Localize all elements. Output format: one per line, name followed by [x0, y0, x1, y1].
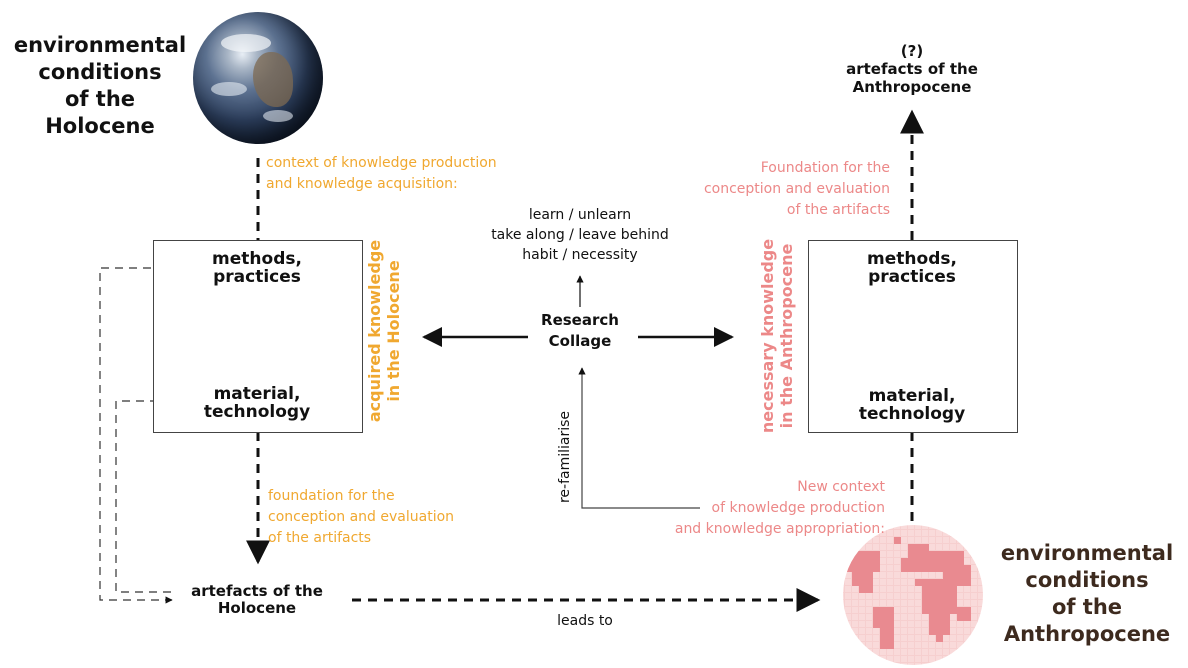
- text-line: of the artifacts: [268, 530, 372, 546]
- left-context-text: context of knowledge production and know…: [266, 153, 546, 195]
- text-line: Research: [541, 311, 619, 329]
- pixel-globe-icon: [843, 525, 983, 665]
- text-line: conception and evaluation: [268, 509, 455, 525]
- text-line: necessary knowledge: [758, 238, 777, 434]
- text-line: and knowledge appropriation:: [674, 521, 885, 537]
- text-line: New context: [797, 479, 885, 495]
- label-line: artefacts of the: [846, 60, 978, 78]
- text-line: of the artifacts: [786, 202, 890, 218]
- left-foundation-text: foundation for the conception and evalua…: [268, 486, 508, 549]
- artefacts-anthropocene-label: (?) artefacts of the Anthropocene: [822, 42, 1002, 96]
- label-line: practices: [868, 267, 956, 287]
- label-line: methods,: [867, 249, 957, 269]
- label-line: material,: [213, 384, 301, 404]
- refamiliarise-label: re-familiarise: [557, 410, 573, 504]
- right-knowledge-box: [808, 240, 1018, 433]
- right-foundation-text: Foundation for the conception and evalua…: [640, 158, 890, 221]
- right-methods-label: methods, practices: [808, 250, 1016, 286]
- heading-line: of the: [1051, 595, 1123, 619]
- text-line: Holocene: [217, 599, 297, 617]
- label-line: technology: [203, 402, 311, 422]
- heading-line: Anthropocene: [1003, 622, 1171, 646]
- right-env-heading: environmental conditions of the Anthropo…: [988, 540, 1186, 648]
- text-line: Collage: [548, 332, 612, 350]
- earth-globe-icon: [193, 12, 323, 144]
- necessary-knowledge-label: necessary knowledge in the Anthropocene: [758, 231, 798, 441]
- label-line: material,: [868, 386, 956, 406]
- text-line: Foundation for the: [760, 160, 890, 176]
- left-material-label: material, technology: [153, 385, 361, 421]
- text-line: learn / unlearn: [528, 207, 632, 223]
- heading-line: environmental: [13, 33, 187, 57]
- text-line: conception and evaluation: [703, 181, 890, 197]
- artefacts-holocene-label: artefacts of the Holocene: [172, 583, 342, 617]
- text-line: in the Holocene: [384, 260, 403, 402]
- refamiliarise-path: [578, 367, 700, 509]
- text-line: take along / leave behind: [491, 227, 669, 243]
- leads-to-label: leads to: [557, 613, 613, 629]
- label-line: technology: [858, 404, 966, 424]
- text-line: context of knowledge production: [266, 155, 497, 171]
- heading-line: environmental: [1000, 541, 1174, 565]
- heading-line: conditions: [38, 60, 162, 84]
- heading-line: of the: [64, 87, 136, 111]
- label-line: practices: [213, 267, 301, 287]
- text-line: foundation for the: [268, 488, 395, 504]
- new-context-text: New context of knowledge production and …: [640, 477, 885, 540]
- left-outer-loop: [99, 267, 173, 604]
- left-methods-label: methods, practices: [153, 250, 361, 286]
- text-line: habit / necessity: [522, 247, 638, 263]
- text-line: of knowledge production: [711, 500, 885, 516]
- acquired-knowledge-label: acquired knowledge in the Holocene: [365, 236, 405, 426]
- heading-line: Holocene: [45, 114, 155, 138]
- label-line: (?): [900, 42, 924, 60]
- text-line: in the Anthropocene: [777, 243, 796, 429]
- label-line: methods,: [212, 249, 302, 269]
- left-inner-loop: [115, 400, 172, 593]
- text-line: acquired knowledge: [365, 239, 384, 423]
- label-line: Anthropocene: [852, 78, 972, 96]
- left-knowledge-box: [153, 240, 363, 433]
- right-material-label: material, technology: [808, 387, 1016, 423]
- learn-unlearn-text: learn / unlearn take along / leave behin…: [470, 205, 690, 265]
- left-env-heading: environmental conditions of the Holocene: [0, 32, 200, 140]
- text-line: and knowledge acquisition:: [266, 176, 458, 192]
- heading-line: conditions: [1025, 568, 1149, 592]
- text-line: artefacts of the: [191, 582, 323, 600]
- research-collage-label: Research Collage: [520, 310, 640, 352]
